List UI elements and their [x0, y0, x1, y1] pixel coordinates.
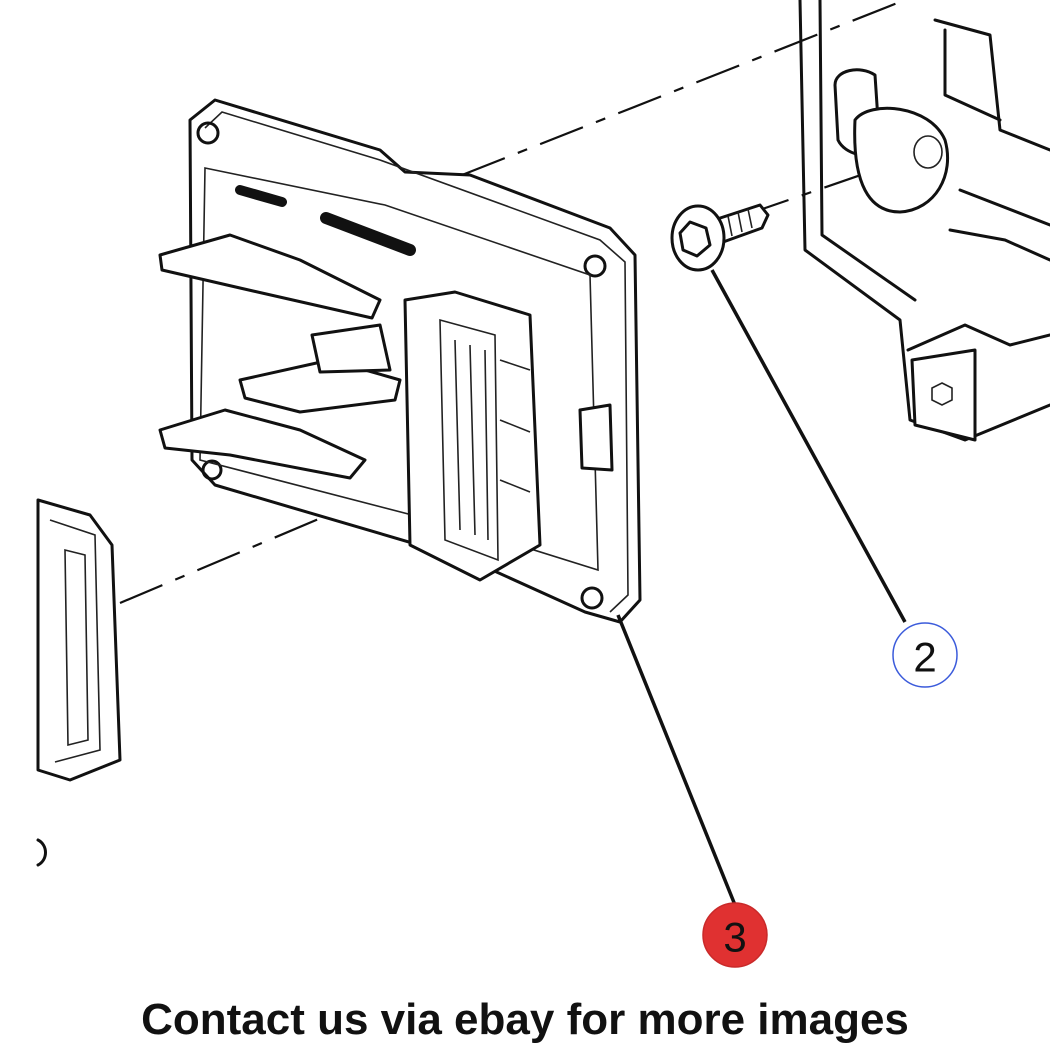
callout-3: 3	[702, 902, 768, 968]
leader-line-2	[710, 269, 907, 623]
bolt	[670, 203, 770, 272]
control-module	[158, 98, 642, 624]
mounting-bracket	[798, 0, 1050, 442]
footer-contact-text: Contact us via ebay for more images	[141, 995, 909, 1044]
callout-2: 2	[892, 622, 958, 688]
callout-3-label: 3	[723, 914, 746, 961]
connector-plug	[36, 498, 122, 867]
leader-line-3	[616, 614, 737, 906]
callout-2-label: 2	[913, 634, 936, 681]
